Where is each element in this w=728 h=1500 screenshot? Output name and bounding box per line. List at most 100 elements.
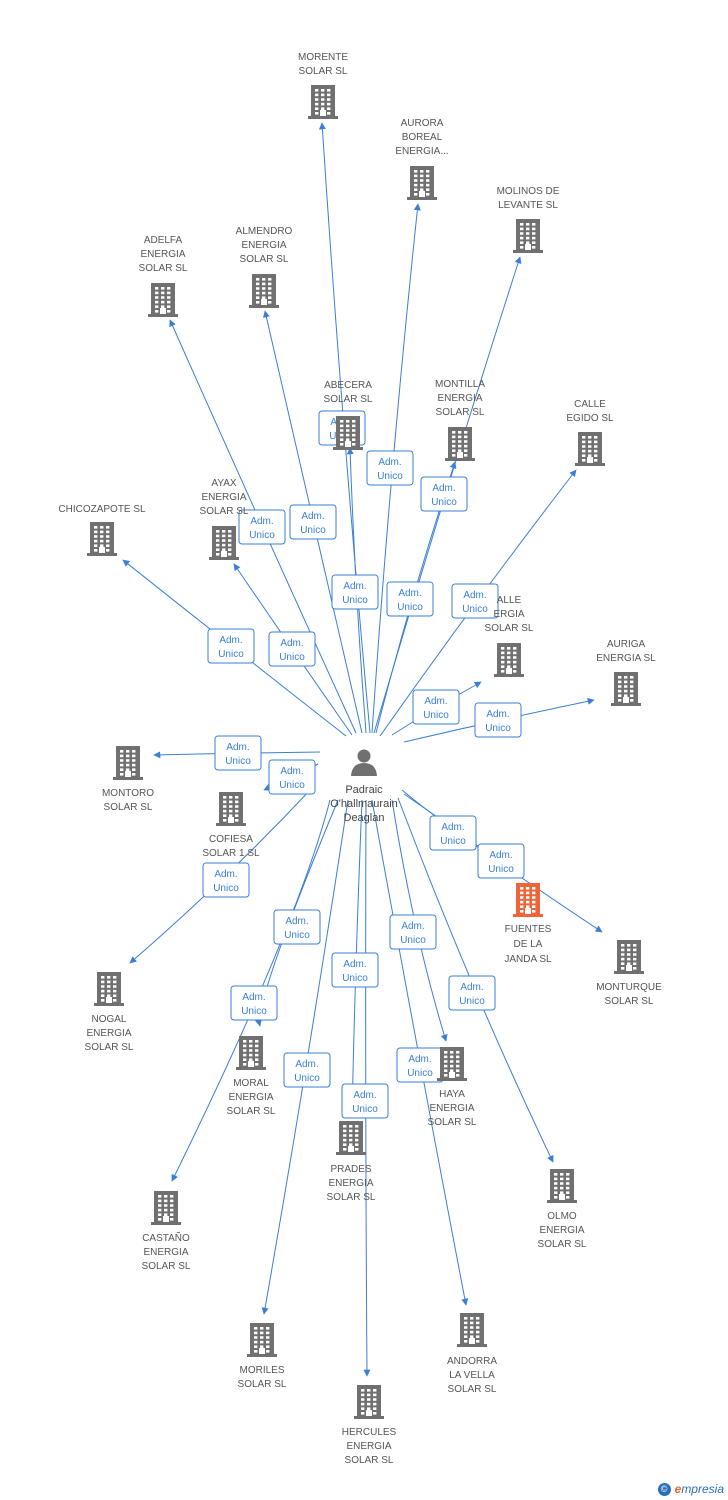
edge-role-label[interactable]: Adm.Unico: [412, 689, 460, 725]
company-name-line: MONTILLA: [435, 379, 485, 390]
company-name-line: ENERGIA: [241, 240, 286, 251]
edge-role-label[interactable]: Adm.Unico: [341, 1083, 389, 1119]
company-node[interactable]: AURORABOREALENERGIA...: [395, 118, 449, 200]
building-icon[interactable]: [308, 85, 338, 119]
edge-label-line: Unico: [218, 649, 244, 660]
edge-role-label[interactable]: Adm.Unico: [429, 815, 477, 851]
edge-role-label[interactable]: Adm.Unico: [366, 450, 414, 486]
company-node[interactable]: CHICOZAPOTE SL: [58, 504, 146, 556]
edge-label-line: Unico: [407, 1068, 433, 1079]
building-icon[interactable]: [407, 166, 437, 200]
company-name-line: HAYA: [439, 1089, 465, 1100]
edge-label-line: Adm.: [242, 992, 265, 1003]
company-name-line: CALLE: [574, 399, 606, 410]
building-icon[interactable]: [575, 432, 605, 466]
edge-role-label[interactable]: Adm.Unico: [389, 914, 437, 950]
building-icon[interactable]: [614, 940, 644, 974]
company-name-line: ENERGIA: [539, 1225, 584, 1236]
building-icon[interactable]: [336, 1121, 366, 1155]
building-icon[interactable]: [333, 416, 363, 450]
edge-label-line: Adm.: [301, 511, 324, 522]
building-icon[interactable]: [247, 1323, 277, 1357]
building-icon[interactable]: [94, 972, 124, 1006]
edge-role-label[interactable]: Adm.Unico: [202, 862, 250, 898]
edge-role-label[interactable]: Adm.Unico: [451, 583, 499, 619]
building-icon[interactable]: [437, 1047, 467, 1081]
company-name-line: DE LA: [514, 939, 543, 950]
edge-role-label[interactable]: Adm.Unico: [331, 952, 379, 988]
building-icon[interactable]: [209, 526, 239, 560]
edge-role-label[interactable]: Adm.Unico: [273, 909, 321, 945]
building-icon[interactable]: [87, 522, 117, 556]
company-name-line: SOLAR SL: [85, 1042, 134, 1053]
building-icon[interactable]: [236, 1036, 266, 1070]
building-icon[interactable]: [216, 792, 246, 826]
company-name-line: SOLAR SL: [139, 263, 188, 274]
edge-role-label[interactable]: Adm.Unico: [448, 975, 496, 1011]
edge-role-label[interactable]: Adm.Unico: [207, 628, 255, 664]
edge-label-line: Unico: [400, 935, 426, 946]
edge-label-line: Unico: [352, 1104, 378, 1115]
building-icon[interactable]: [513, 883, 543, 917]
building-icon[interactable]: [445, 427, 475, 461]
building-icon[interactable]: [249, 274, 279, 308]
edge-role-label[interactable]: Adm.Unico: [474, 702, 522, 738]
building-icon[interactable]: [148, 283, 178, 317]
edge-role-label[interactable]: Adm.Unico: [238, 509, 286, 545]
edge-role-label[interactable]: Adm.Unico: [289, 504, 337, 540]
edge-role-label[interactable]: Adm.Unico: [420, 476, 468, 512]
building-icon[interactable]: [494, 643, 524, 677]
building-icon[interactable]: [611, 672, 641, 706]
edge-role-label[interactable]: Adm.Unico: [386, 581, 434, 617]
edge-role-label[interactable]: Adm.Unico: [477, 843, 525, 879]
edge-role-label[interactable]: Adm.Unico: [283, 1052, 331, 1088]
edge-role-label[interactable]: Adm.Unico: [268, 631, 316, 667]
company-name-line: ENERGIA: [140, 249, 185, 260]
company-name-line: BOREAL: [402, 132, 443, 143]
company-name-line: SOLAR SL: [238, 1379, 287, 1390]
edge-role-label[interactable]: Adm.Unico: [214, 735, 262, 771]
edge-role-label[interactable]: Adm.Unico: [396, 1047, 444, 1083]
edge-label-line: Adm.: [295, 1059, 318, 1070]
edge-arrow: [171, 799, 331, 1182]
building-icon[interactable]: [113, 746, 143, 780]
company-name-line: SOLAR SL: [538, 1239, 587, 1250]
edge-role-label[interactable]: Adm.Unico: [331, 574, 379, 610]
building-icon[interactable]: [547, 1169, 577, 1203]
footer-brand: © empresia: [657, 1482, 724, 1496]
building-icon[interactable]: [457, 1313, 487, 1347]
company-name-line: ALLE: [497, 595, 522, 606]
building-icon[interactable]: [151, 1191, 181, 1225]
building-icon[interactable]: [513, 219, 543, 253]
building-icon[interactable]: [354, 1385, 384, 1419]
edge-label-line: Unico: [284, 930, 310, 941]
edge-label-line: Unico: [462, 604, 488, 615]
edge-role-label[interactable]: Adm.Unico: [230, 985, 278, 1021]
edge-label-line: Adm.: [226, 742, 249, 753]
edge-role-label[interactable]: Adm.Unico: [268, 759, 316, 795]
